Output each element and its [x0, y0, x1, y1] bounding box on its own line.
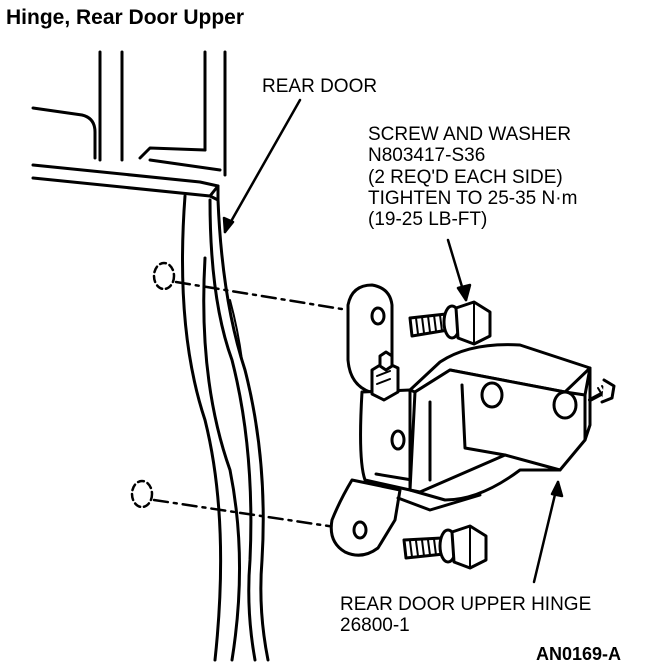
screw-callout-line: SCREW AND WASHER [368, 124, 572, 145]
screw-callout-line: TIGHTEN TO 25-35 N·m [368, 187, 578, 209]
rear-door-leader-arrow [222, 216, 235, 234]
rear-door-panel [31, 163, 270, 662]
screw-leader-arrow [456, 283, 472, 302]
rear-door-label: REAR DOOR [262, 76, 378, 97]
door-hinge [329, 283, 616, 557]
upper-screw [408, 300, 492, 346]
hinge-callout-line: REAR DOOR UPPER HINGE [340, 594, 592, 615]
screw-callout: SCREW AND WASHER N803417-S36 (2 REQ'D EA… [368, 124, 577, 230]
screw-callout-line: N803417-S36 [368, 145, 486, 167]
figure-reference: AN0169-A [536, 644, 622, 664]
screw-callout-line: (19-25 LB-FT) [368, 209, 488, 231]
alignment-markers [130, 261, 362, 529]
screw-callout-line: (2 REQ'D EACH SIDE) [368, 166, 563, 188]
hinge-leader-arrow [550, 480, 564, 498]
hinge-leader [532, 480, 560, 584]
hinge-callout: REAR DOOR UPPER HINGE 26800-1 [340, 594, 591, 637]
rear-door-leader [223, 98, 302, 234]
body-pillar [31, 50, 227, 177]
lower-screw [402, 524, 488, 570]
hinge-callout-line: 26800-1 [340, 615, 410, 637]
leader-lines [222, 98, 564, 584]
diagram-title: Hinge, Rear Door Upper [6, 6, 245, 29]
